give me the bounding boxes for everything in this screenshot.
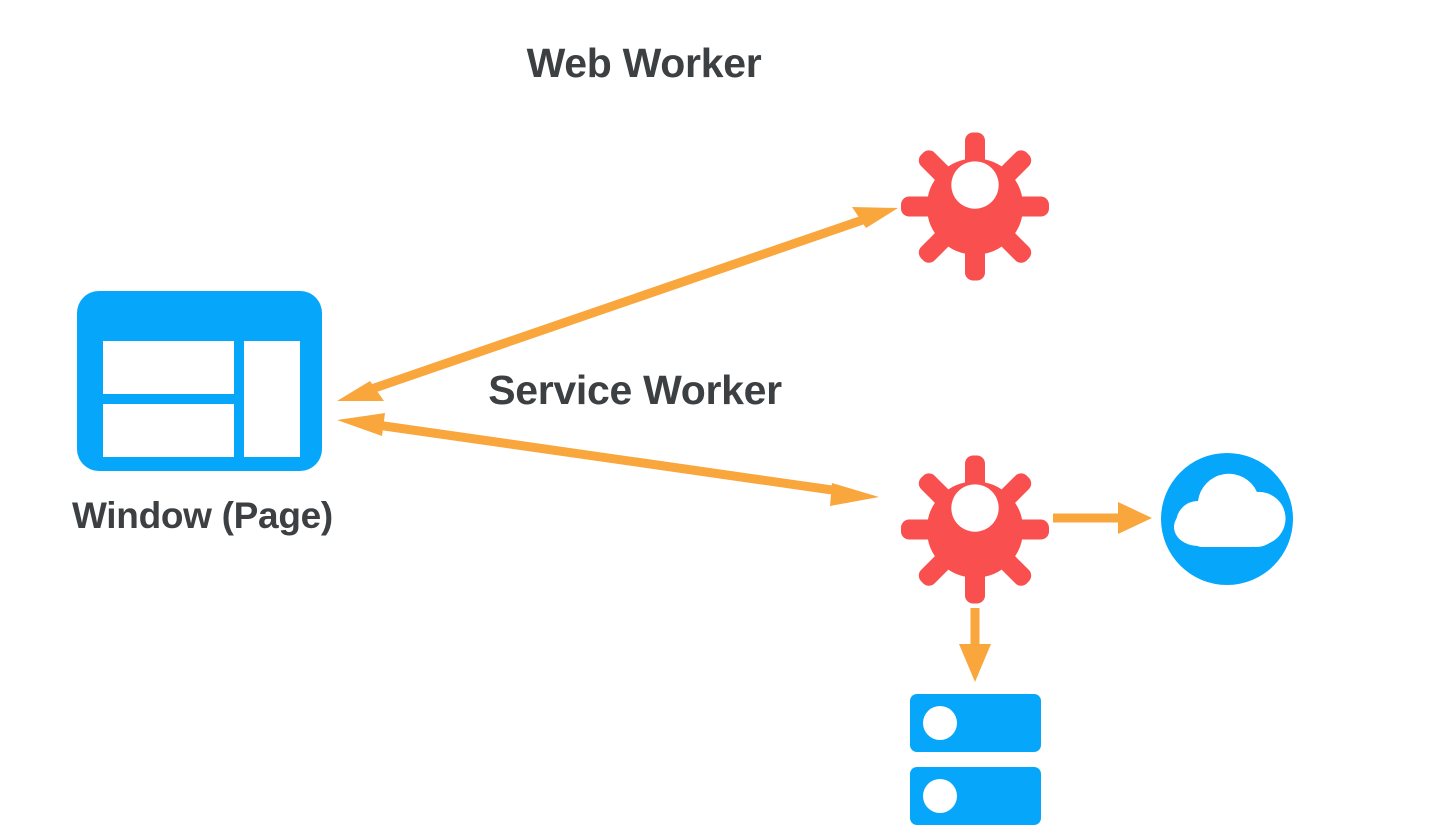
cloud-base <box>1192 525 1260 547</box>
database-icon <box>910 694 1041 825</box>
connection-window-web-worker <box>337 207 898 401</box>
web-worker-label: Web Worker <box>526 40 762 86</box>
connection-service-worker-cache <box>959 608 991 682</box>
arrowhead-to-window-upper <box>337 381 384 401</box>
connection-window-service-worker <box>337 413 879 506</box>
window-panel-top-left <box>103 341 234 394</box>
arrowhead-to-service-worker <box>830 483 879 506</box>
window-panel-bottom-left <box>103 404 234 457</box>
window-panel-right <box>244 341 300 457</box>
browser-window-icon <box>77 291 322 471</box>
cloud-icon <box>1161 453 1293 585</box>
database-indicator-top <box>923 706 957 740</box>
arrowhead-to-window-lower <box>337 413 385 436</box>
arrowhead-to-web-worker <box>852 207 898 228</box>
service-worker-label: Service Worker <box>488 367 782 413</box>
connection-service-worker-network <box>1053 502 1152 534</box>
arrowhead-to-database <box>959 644 991 682</box>
web-worker-gear-icon <box>901 132 1049 281</box>
database-indicator-bottom <box>923 779 957 813</box>
arrowhead-to-cloud <box>1118 502 1152 534</box>
service-worker-gear-icon <box>901 455 1049 604</box>
arrow-shaft <box>369 419 847 497</box>
arrow-shaft <box>355 209 882 399</box>
window-page-label: Window (Page) <box>72 495 333 536</box>
